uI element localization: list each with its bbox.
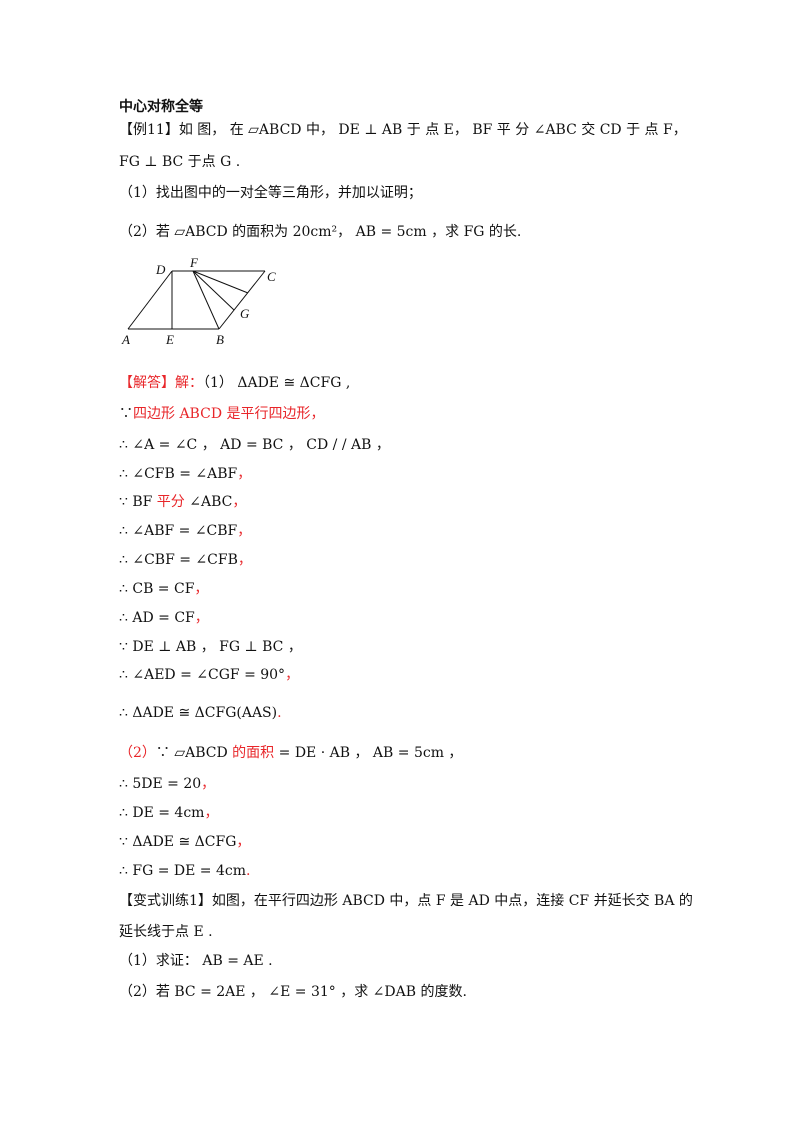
example-text-line-1: 【例11】如 图， 在 ▱ABCD 中， DE ⊥ AB 于 点 E， BF 平… [119,122,687,138]
part2-label: （2） [119,745,156,761]
label-B: B [216,332,224,347]
solution-step-9: ∵ DE ⊥ AB ， FG ⊥ BC ， [119,639,302,655]
step-text: ∴ ΔADE ≅ ΔCFG(AAS) [119,705,278,721]
solution-part1-claim: （1） ΔADE ≅ ΔCFG , [203,375,351,391]
solution-step-6: ∴ ∠CBF = ∠CFB， [119,552,252,568]
solution-step-8: ∴ AD = CF， [119,610,209,626]
side-BC [218,270,266,330]
step-symbol: ∵ [119,406,133,422]
solution-step-7: ∴ CB = CF， [119,581,209,597]
step-text: ∴ ∠CFB = ∠ABF [119,466,238,482]
label-G: G [240,306,250,321]
step-text: ∴ AD = CF [119,610,195,626]
solution-step-1: ∵四边形 ABCD 是平行四边形， [119,405,325,423]
step-red-text: 平分 [152,494,190,510]
solution-calc-2: ∴ DE = 4cm， [119,805,219,821]
step-text-b: ∠ABC [189,494,233,510]
solution-step-5: ∴ ∠ABF = ∠CBF， [119,523,252,539]
part2-text-a: ∵ ▱ABCD [155,745,228,761]
step-text-a: ∵ BF [119,494,153,510]
side-AD [127,270,173,330]
step-red-comma: ， [310,406,325,422]
step-text: ∴ DE = 4cm [119,805,205,821]
step-text: ∴ FG = DE = 4cm [119,863,246,879]
solution-step-4: ∵ BF 平分 ∠ABC， [119,494,247,510]
variant-question-2: （2）若 BC = 2AE ， ∠E = 31° ，求 ∠DAB 的度数. [119,984,467,1000]
step-red-text: 四边形 ABCD 是平行四边形 [133,406,311,422]
variant-text-line-2: 延长线于点 E . [119,924,213,940]
example-text-line-2: FG ⊥ BC 于点 G . [119,154,241,170]
segment-F-side [192,270,249,294]
step-text: ∴ ∠AED = ∠CGF = 90° [119,667,286,683]
label-C: C [267,269,276,284]
segment-FG [192,270,235,311]
label-E: E [165,332,174,347]
part2-red-text: 的面积 [227,745,279,761]
step-text: ∴ CB = CF [119,581,195,597]
step-text: ∴ ∠CBF = ∠CFB [119,552,238,568]
section-title: 中心对称全等 [119,99,203,115]
step-text: ∵ ΔADE ≅ ΔCFG [119,834,237,850]
solution-step-2: ∴ ∠A = ∠C ， AD = BC ， CD / / AB ， [119,437,390,453]
variant-text-line-1: 【变式训练1】如图，在平行四边形 ABCD 中，点 F 是 AD 中点，连接 C… [119,893,693,909]
solution-step-10: ∴ ∠AED = ∠CGF = 90°， [119,667,300,683]
solution-step-11: ∴ ΔADE ≅ ΔCFG(AAS). [119,705,282,721]
example-question-2: （2）若 ▱ABCD 的面积为 20cm²， AB = 5cm ，求 FG 的长… [119,224,522,240]
solution-calc-4: ∴ FG = DE = 4cm. [119,863,251,879]
variant-question-1: （1）求证： AB = AE . [119,953,273,969]
solution-calc-1: ∴ 5DE = 20， [119,776,216,792]
example-question-1: （1）找出图中的一对全等三角形，并加以证明； [119,185,422,201]
solution-step-3: ∴ ∠CFB = ∠ABF， [119,466,252,482]
segment-BF [192,270,220,330]
label-A: A [121,332,130,347]
step-text: ∴ ∠ABF = ∠CBF [119,523,238,539]
solution-heading: 【解答】解：（1） ΔADE ≅ ΔCFG , [119,374,350,392]
solution-label: 【解答】解： [119,375,203,391]
parallelogram-diagram: D F C G A E B [121,258,276,347]
label-D: D [155,262,166,277]
label-F: F [189,258,199,270]
step-text: ∴ 5DE = 20 [119,776,202,792]
solution-part2-line: （2）∵ ▱ABCD 的面积 = DE · AB ， AB = 5cm ， [119,744,462,762]
solution-calc-3: ∵ ΔADE ≅ ΔCFG， [119,834,251,850]
part2-text-b: = DE · AB ， AB = 5cm ， [278,745,463,761]
